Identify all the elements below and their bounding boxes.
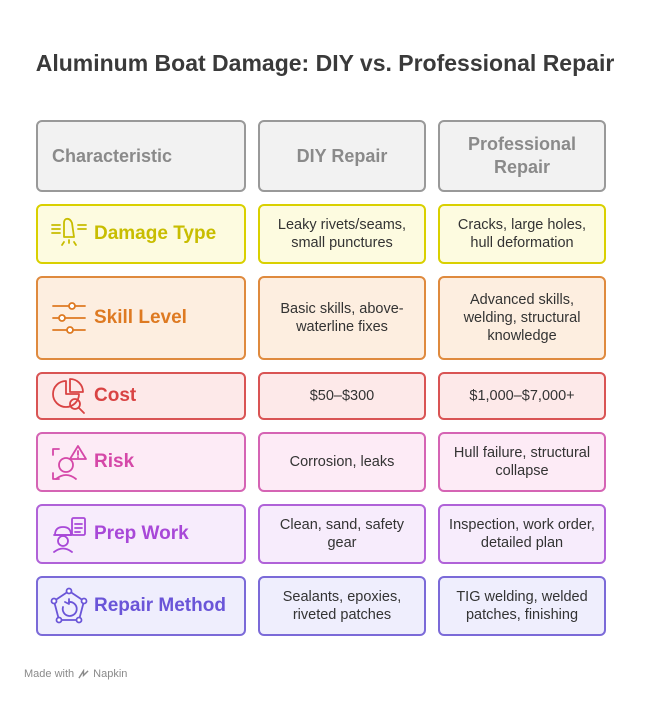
cell-risk-professional: Hull failure, structural collapse [438,432,606,492]
cell-skill-level-professional: Advanced skills, welding, structural kno… [438,276,606,360]
sliders-icon [52,302,86,334]
row-label-text: Cost [94,385,137,406]
header-characteristic: Characteristic [36,120,246,192]
row-label-repair-method: Repair Method [36,576,246,636]
chart-magnifier-icon [52,378,85,414]
cell-prep-work-diy: Clean, sand, safety gear [258,504,426,564]
napkin-brand: Napkin [93,668,128,680]
made-with-text: Made with [24,668,75,680]
worker-clipboard-icon [53,517,86,553]
cell-cost-diy: $50–$300 [258,372,426,420]
cell-prep-work-professional: Inspection, work order, detailed plan [438,504,606,564]
header-professional-repair: Professional Repair [438,120,606,192]
header-diy-repair: DIY Repair [258,120,426,192]
row-label-text: Damage Type [94,223,217,244]
row-label-damage-type: Damage Type [36,204,246,264]
cell-skill-level-diy: Basic skills, above-waterline fixes [258,276,426,360]
person-warning-icon [52,445,87,480]
row-label-cost: Cost [36,372,246,420]
napkin-logo-icon [78,668,89,679]
row-label-text: Prep Work [94,523,189,544]
page-title: Aluminum Boat Damage: DIY vs. Profession… [35,50,615,76]
repair-cycle-icon [50,587,88,624]
cell-repair-method-diy: Sealants, epoxies, riveted patches [258,576,426,636]
row-label-text: Risk [94,451,135,472]
row-label-risk: Risk [36,432,246,492]
row-label-prep-work: Prep Work [36,504,246,564]
cell-damage-type-diy: Leaky rivets/seams, small punctures [258,204,426,264]
cell-risk-diy: Corrosion, leaks [258,432,426,492]
cell-repair-method-professional: TIG welding, welded patches, finishing [438,576,606,636]
row-label-text: Skill Level [94,307,187,328]
boat-hull-icon [51,217,87,246]
row-label-skill-level: Skill Level [36,276,246,360]
row-label-text: Repair Method [94,595,226,616]
footer: Made with Napkin [24,668,127,680]
cell-damage-type-professional: Cracks, large holes, hull deformation [438,204,606,264]
cell-cost-professional: $1,000–$7,000+ [438,372,606,420]
